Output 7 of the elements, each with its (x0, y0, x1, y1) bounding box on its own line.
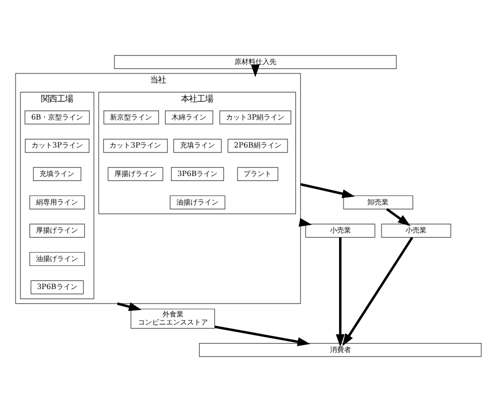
arrow (336, 237, 345, 347)
arrow (214, 326, 310, 346)
arrow (300, 183, 355, 198)
arrow (386, 208, 411, 226)
arrow (250, 64, 260, 78)
arrow (342, 236, 414, 346)
arrow (117, 302, 142, 311)
